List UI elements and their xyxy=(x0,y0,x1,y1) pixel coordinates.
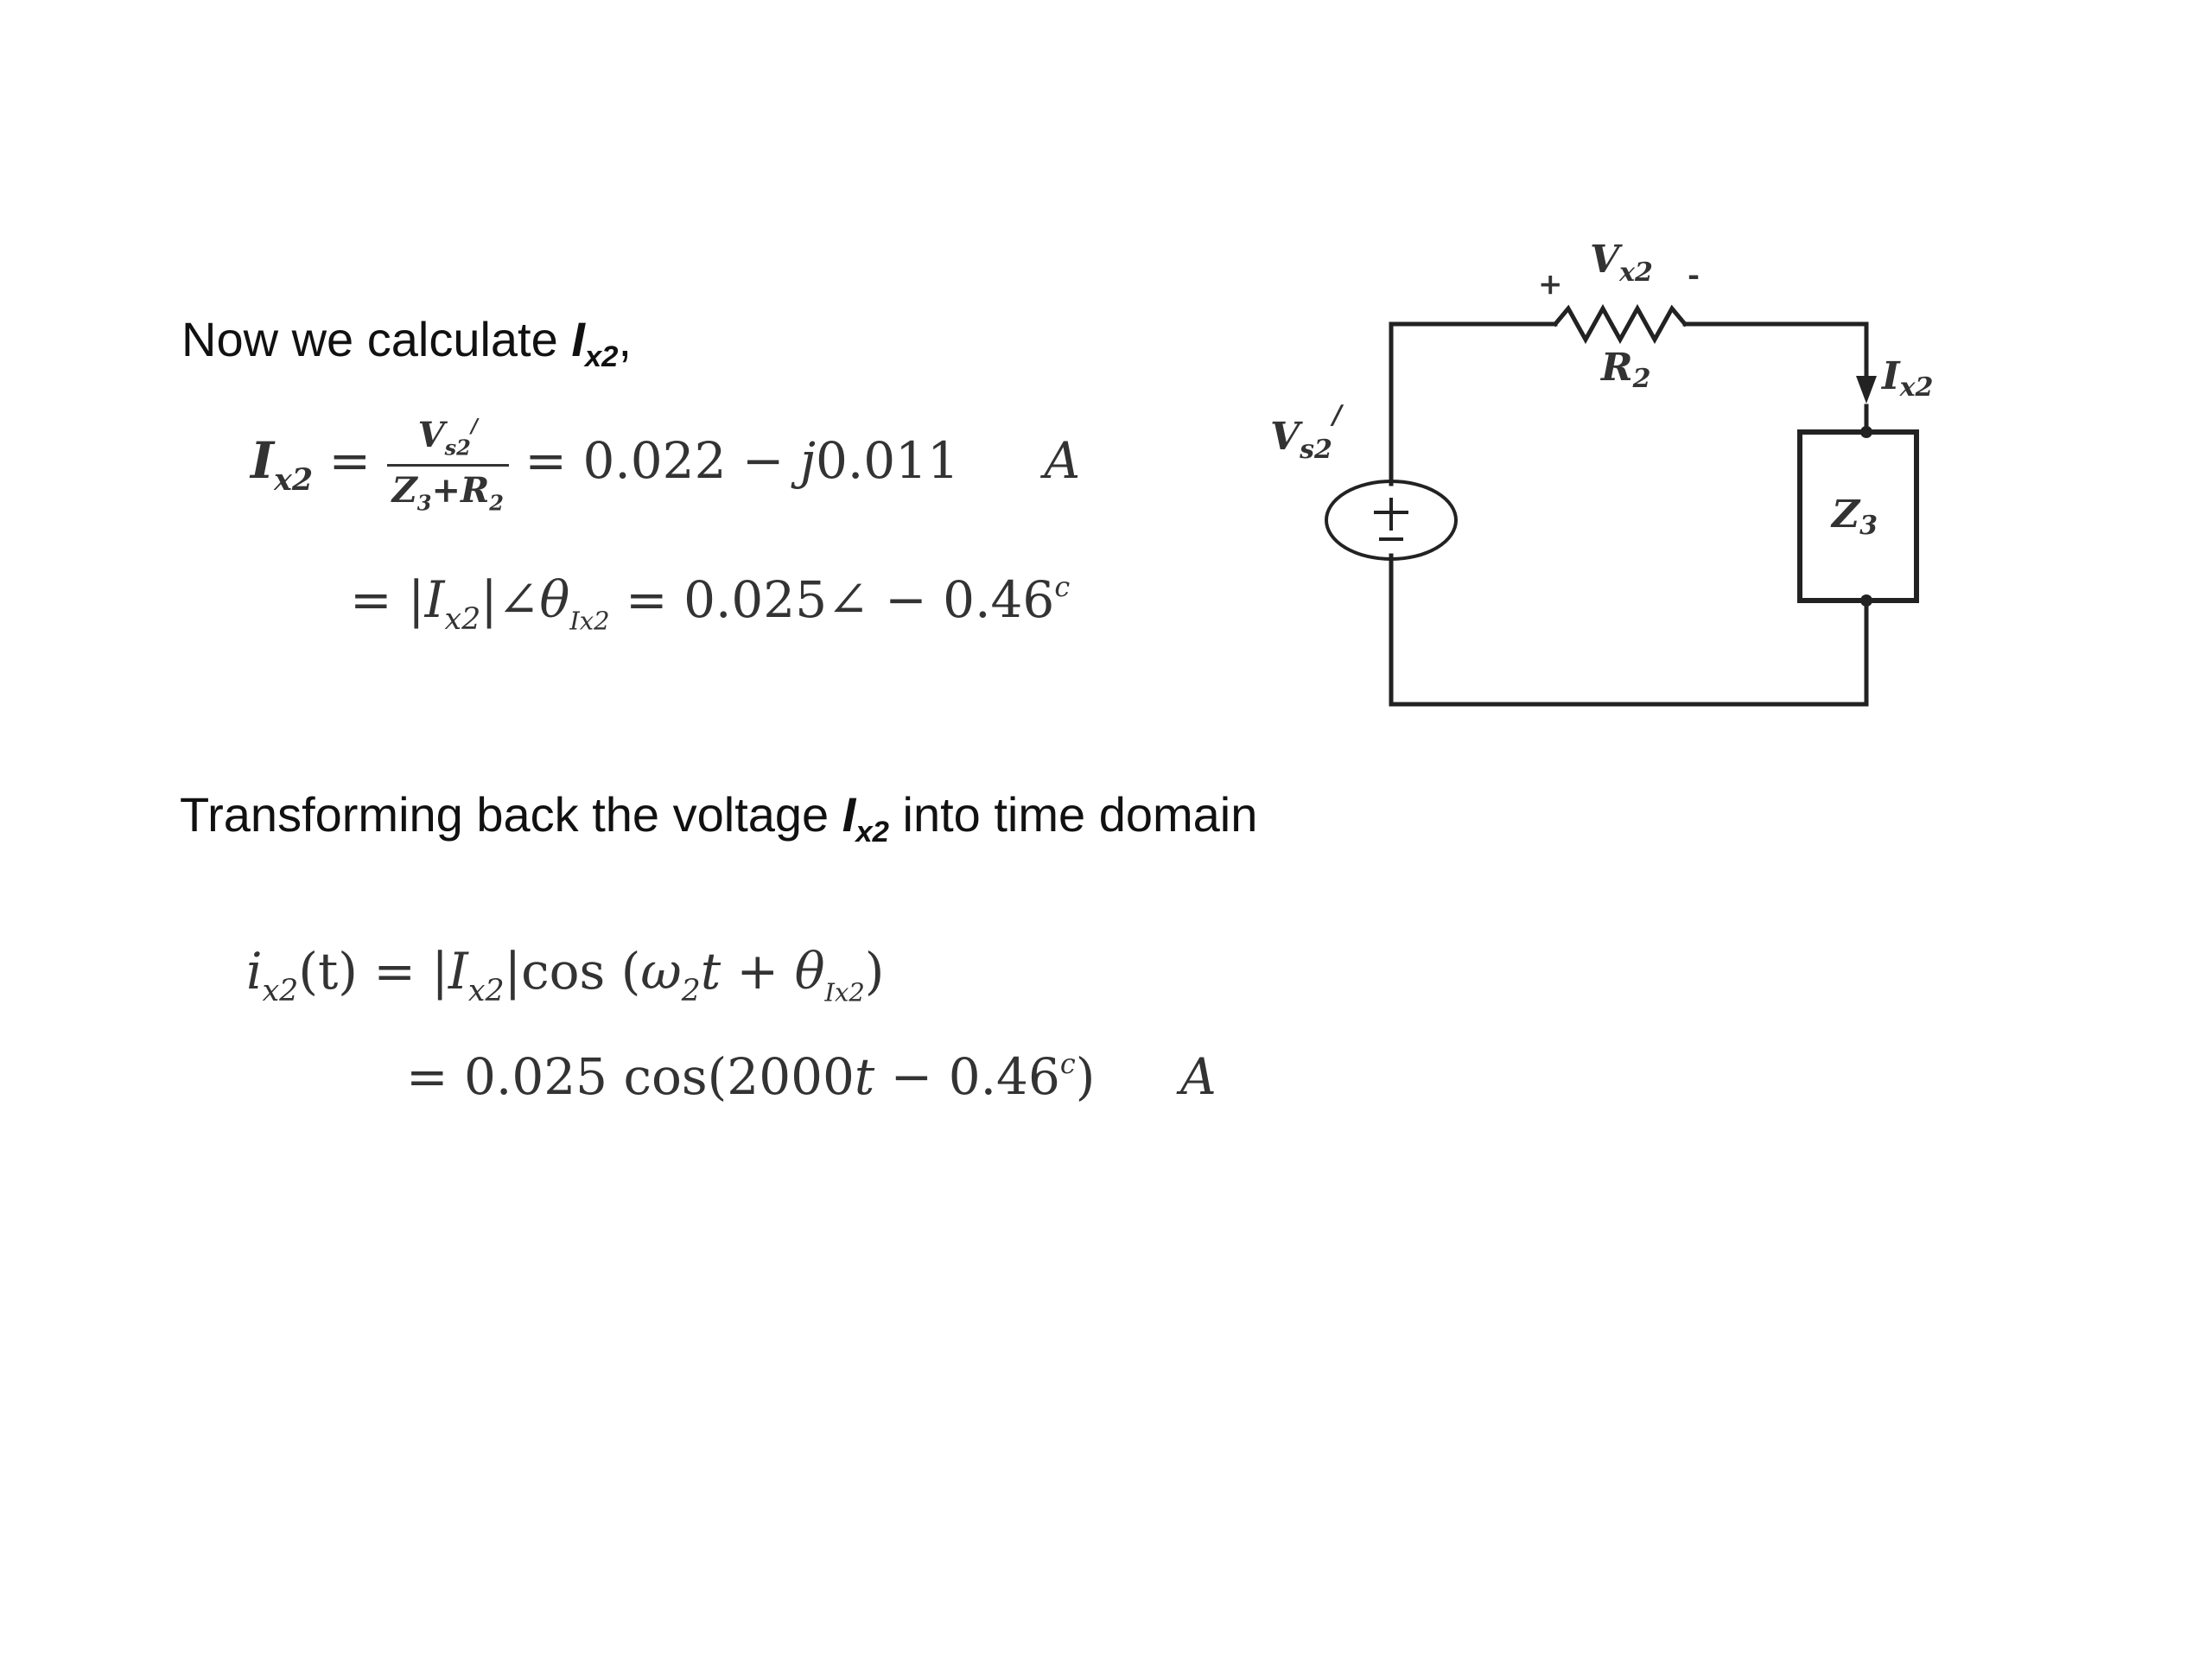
eq3-omega: ω2 xyxy=(640,942,701,1008)
eq2-theta: θIx2 xyxy=(539,570,610,636)
eq2-var: Ix2 xyxy=(424,570,481,637)
voltage-source xyxy=(1325,480,1458,561)
resistor-r2 xyxy=(1552,303,1688,345)
eq1-equals: = xyxy=(328,431,372,491)
eq4-close: ) xyxy=(1075,1047,1096,1106)
transform-variable: Ix2 xyxy=(842,787,889,849)
equation-polar-form: = |Ix2|∠θIx2 = 0.025∠ − 0.46c xyxy=(350,570,1070,637)
label-z3: Z3 xyxy=(1830,493,1878,541)
eq1-unit: A xyxy=(1044,431,1081,491)
eq4-unit: A xyxy=(1179,1047,1217,1106)
eq3-theta: θIx2 xyxy=(794,942,865,1007)
eq2-angle: |∠ xyxy=(480,570,540,629)
equation-time-domain: ix2(t) = |Ix2|cos (ω2t + θIx2) xyxy=(246,942,884,1008)
transform-text: Transforming back the voltage xyxy=(180,787,842,842)
label-vx-plus: + xyxy=(1538,267,1563,302)
intro-text: Now we calculate xyxy=(181,312,572,366)
label-vx: Vx2 xyxy=(1590,238,1653,288)
source-plus-sign xyxy=(1374,498,1408,531)
eq2-equals: = | xyxy=(350,570,425,629)
impedance-z3 xyxy=(1797,429,1919,603)
label-vs2: Vs2/ xyxy=(1270,400,1344,465)
eq4-t: t xyxy=(854,1047,875,1106)
eq3-t: t + xyxy=(700,942,795,1001)
equation-current-phasor: Ix2 = Vs2/ Z3+R2 = 0.022 − j0.011 A xyxy=(251,415,1080,515)
equation-time-domain-value: = 0.025 cos(2000t − 0.46c) A xyxy=(406,1047,1217,1106)
eq2-superscript: c xyxy=(1054,570,1071,604)
transform-tail: into time domain xyxy=(888,787,1258,842)
eq4-superscript: c xyxy=(1059,1047,1076,1081)
current-arrow-icon xyxy=(1856,376,1877,404)
intro-line: Now we calculate Ix2, xyxy=(181,311,632,374)
intro-variable: Ix2 xyxy=(571,312,619,374)
eq4-text: = 0.025 cos(2000 xyxy=(406,1047,855,1106)
eq3-cos: |cos ( xyxy=(504,942,641,1001)
eq1-result: = 0.022 − j0.011 xyxy=(524,431,959,491)
eq1-lhs: Ix2 xyxy=(251,431,314,499)
intro-suffix: , xyxy=(618,312,632,366)
eq3-lhs: ix2 xyxy=(246,942,299,1008)
eq3-var: Ix2 xyxy=(448,942,505,1008)
junction-dot-bottom xyxy=(1860,594,1872,607)
transform-line: Transforming back the voltage Ix2 into t… xyxy=(180,786,1257,849)
eq1-fraction: Vs2/ Z3+R2 xyxy=(386,415,509,516)
eq1-denominator: Z3+R2 xyxy=(391,469,504,516)
eq1-numerator: Vs2/ xyxy=(386,415,509,467)
label-r2: R2 xyxy=(1599,346,1650,394)
label-vx-minus: - xyxy=(1688,258,1700,293)
eq4-minus: − 0.46 xyxy=(874,1047,1060,1106)
eq3-arg: (t) = | xyxy=(298,942,448,1001)
label-ix2: Ix2 xyxy=(1880,354,1933,403)
junction-dot-top xyxy=(1860,426,1872,438)
wire-right-lower xyxy=(1389,598,1869,707)
circuit-diagram: + Vx2 - R2 Ix2 Vs2/ Z3 xyxy=(1270,238,1933,707)
eq3-close: ) xyxy=(864,942,885,1001)
wire-top-right xyxy=(1682,321,1869,378)
eq2-result: = 0.025∠ − 0.46 xyxy=(609,570,1055,629)
